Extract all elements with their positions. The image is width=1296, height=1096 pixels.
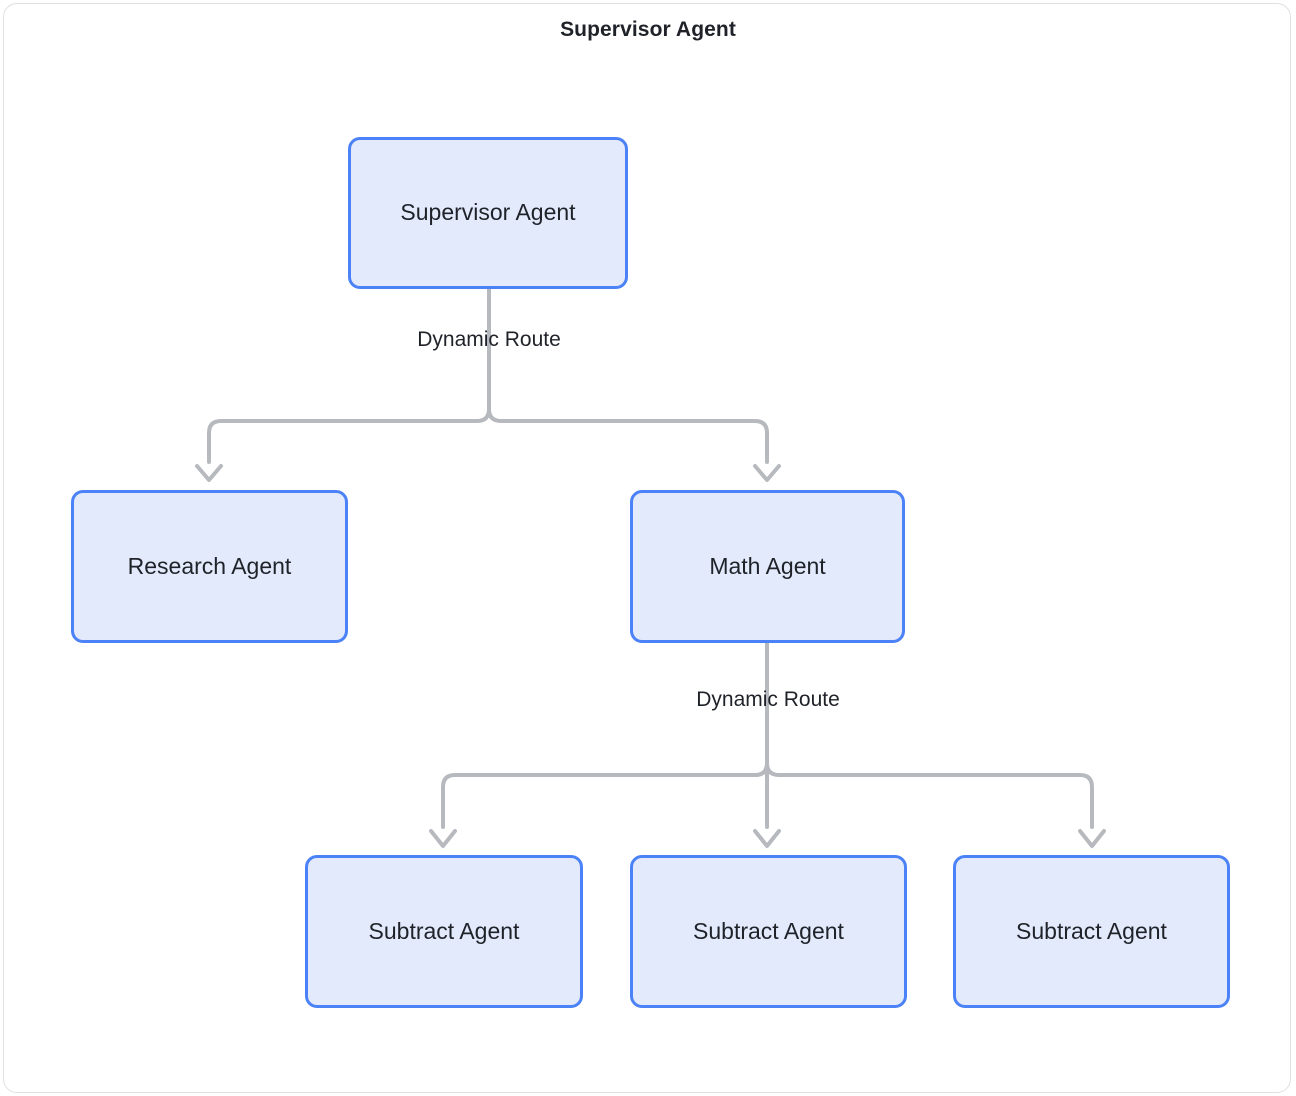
edge-label-dynamic-route-2: Dynamic Route [696,688,840,711]
node-label: Supervisor Agent [400,199,576,226]
node-supervisor-agent[interactable]: Supervisor Agent [348,137,628,289]
node-math-agent[interactable]: Math Agent [630,490,905,643]
node-subtract-agent-1[interactable]: Subtract Agent [305,855,583,1008]
node-label: Subtract Agent [368,917,520,944]
node-subtract-agent-3[interactable]: Subtract Agent [953,855,1230,1008]
node-label: Research Agent [127,552,292,579]
node-label: Subtract Agent [1016,917,1167,944]
node-label: Subtract Agent [693,917,844,944]
edge-label-dynamic-route-1: Dynamic Route [417,328,561,351]
node-research-agent[interactable]: Research Agent [71,490,348,643]
node-label: Math Agent [709,552,826,579]
page-title: Supervisor Agent [560,18,736,41]
node-subtract-agent-2[interactable]: Subtract Agent [630,855,907,1008]
